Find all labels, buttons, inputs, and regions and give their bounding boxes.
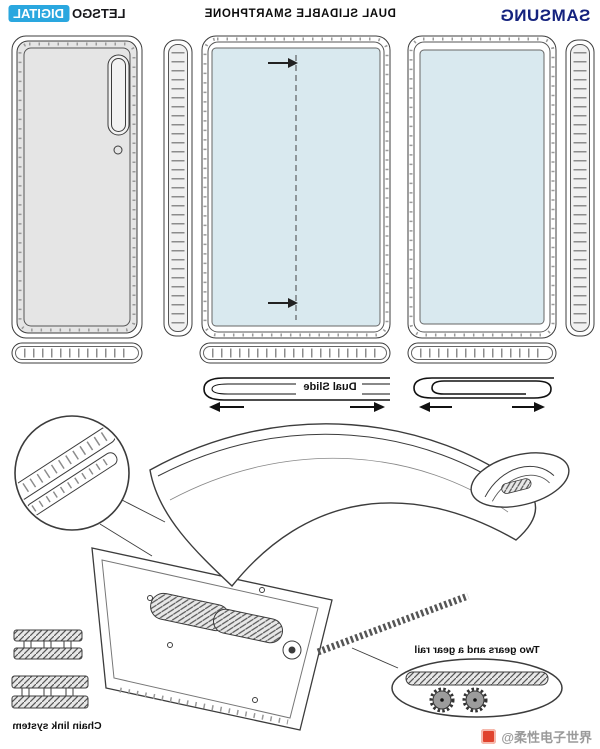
- chain-note-label: Chain link system: [12, 720, 102, 732]
- perspective-internal-view: [91, 423, 537, 731]
- chain-link-diagram: [11, 629, 89, 709]
- roller-2: [213, 608, 283, 644]
- camera-module: [107, 54, 130, 155]
- side-view-right: [565, 39, 595, 337]
- dual-slide-label: Dual Slide: [303, 381, 357, 393]
- dual-slide-section-expanded: [203, 377, 390, 401]
- gear-detail-ellipse: [351, 647, 563, 718]
- slide-arrows-folded: [419, 402, 545, 412]
- watermark-logo-icon: [481, 729, 497, 744]
- samsung-logo: SAMSUNG: [499, 6, 590, 25]
- phone-rear-view: [11, 35, 143, 339]
- page-title: DUAL SLIDABLE SMARTPHONE: [204, 8, 396, 20]
- letsgo-digital-logo: LETSGO DIGITAL: [8, 5, 125, 22]
- top-view-bar-right: [407, 342, 557, 364]
- gear-rail: [316, 592, 470, 656]
- slide-arrows-expanded: [209, 402, 385, 412]
- digital-badge: DIGITAL: [8, 5, 70, 22]
- dual-slide-section-folded: [413, 377, 554, 399]
- corner-detail-circle: [14, 415, 166, 557]
- letsgo-wordmark: LETSGO: [72, 6, 126, 21]
- watermark: @柔性电子世界: [481, 727, 592, 746]
- watermark-text: @柔性电子世界: [501, 730, 592, 745]
- top-view-bar-left: [11, 342, 143, 364]
- top-view-bar-middle: [199, 342, 391, 364]
- phone-front-compact: [407, 35, 557, 339]
- slide-direction-arrows: [268, 58, 298, 308]
- side-view-left: [163, 39, 193, 337]
- phone-front-expanded: [201, 35, 391, 339]
- gears-note-label: Two gears and a gear rail: [414, 644, 540, 656]
- edge-detail-ellipse: [470, 452, 570, 508]
